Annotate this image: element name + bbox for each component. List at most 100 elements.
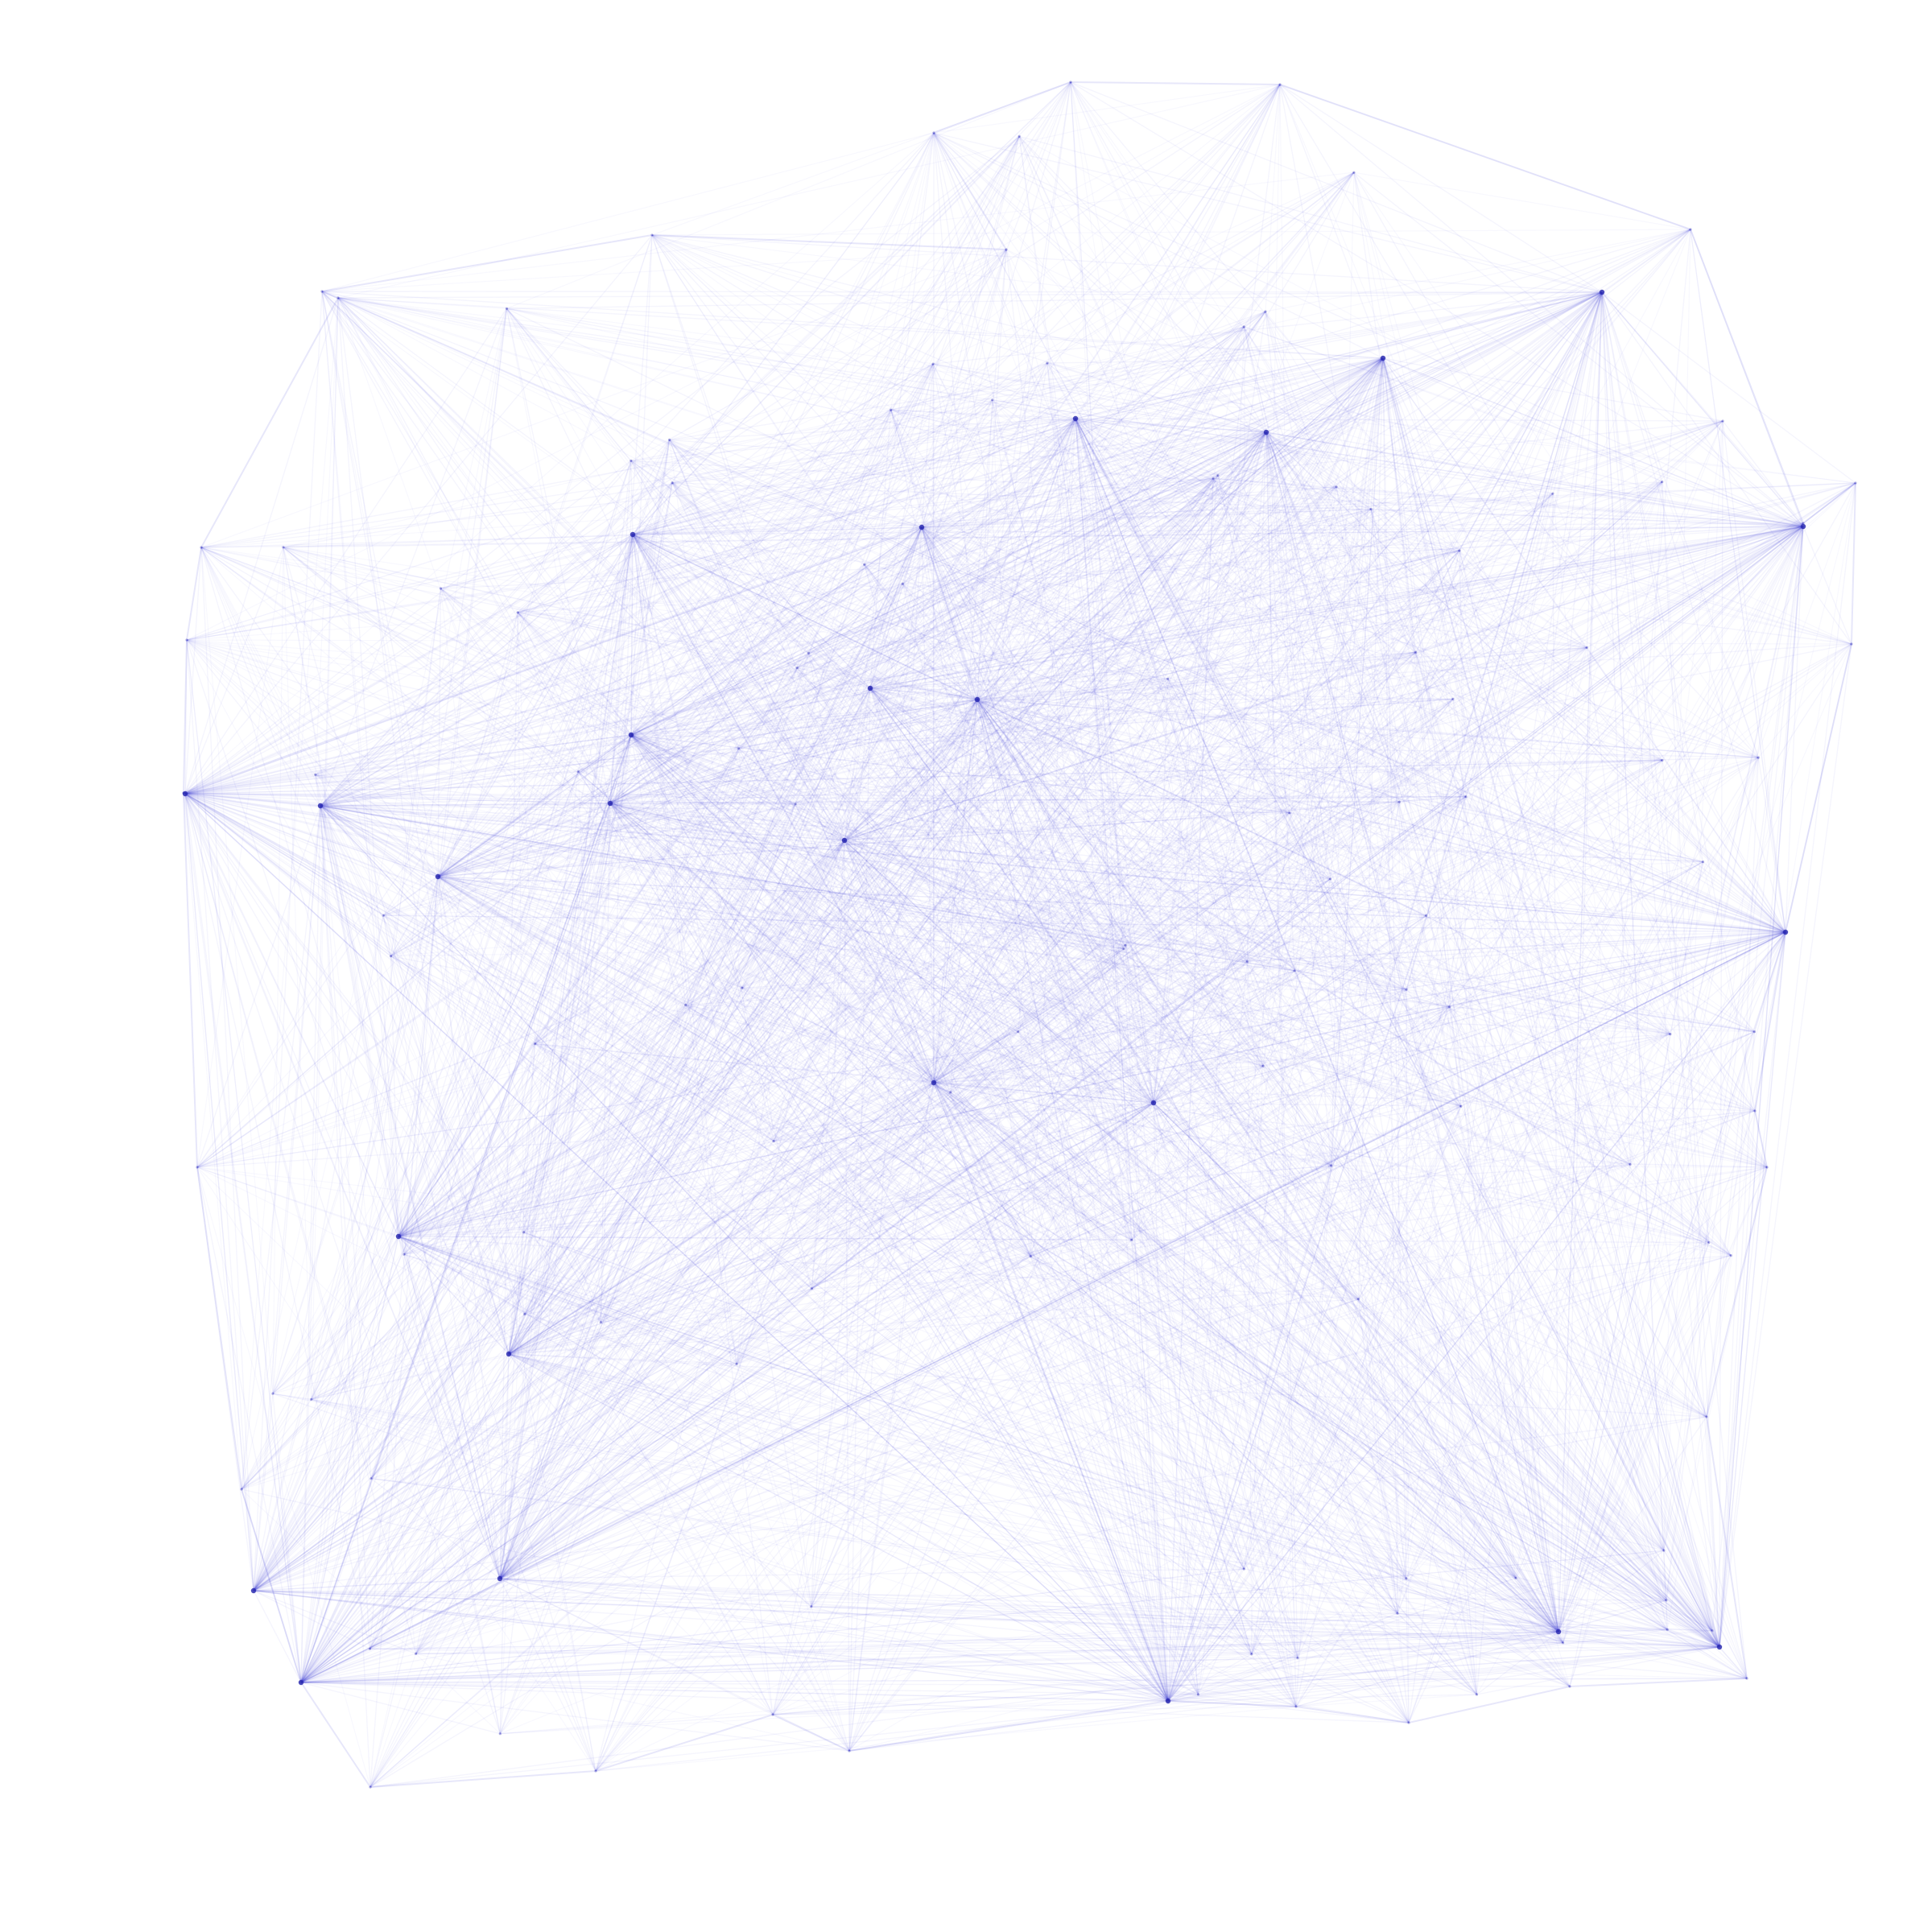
graph-edge: [595, 687, 871, 1772]
graph-edge: [933, 132, 1603, 293]
edge-layer: [183, 81, 1856, 1788]
graph-edge: [186, 639, 632, 736]
graph-edge: [398, 667, 798, 1237]
graph-edge: [300, 1653, 1252, 1683]
graph-edge: [508, 948, 1125, 1355]
graph-edge: [320, 583, 903, 807]
graph-edge: [976, 699, 1707, 1418]
graph-edge: [1167, 1034, 1671, 1702]
graph-edge: [186, 639, 321, 807]
graph-edge: [844, 550, 1460, 841]
graph-edge: [253, 1033, 1671, 1591]
graph-edge: [437, 876, 1670, 1035]
graph-edge: [523, 357, 1384, 1233]
graph-edge: [630, 362, 1048, 736]
graph-edge: [320, 805, 1786, 933]
graph-edge: [976, 699, 1407, 990]
graph-edge: [869, 84, 1281, 689]
graph-edge: [976, 171, 1355, 700]
graph-edge: [370, 1478, 1559, 1633]
graph-edge: [1459, 550, 1720, 1648]
graph-edge: [1601, 291, 1748, 1679]
graph-edge: [320, 805, 1331, 880]
graph-edge: [1197, 357, 1384, 1695]
graph-edge: [1167, 1642, 1563, 1702]
graph-edge: [632, 363, 934, 535]
graph-edge: [1075, 291, 1603, 419]
graph-edge: [398, 534, 634, 1237]
graph-edge: [499, 1353, 510, 1734]
graph-edge: [300, 687, 871, 1683]
graph-edge: [1558, 522, 1804, 1633]
graph-edge: [508, 1163, 1631, 1355]
graph-edge: [902, 583, 1169, 1702]
graph-edge: [1408, 931, 1786, 1724]
graph-edge: [382, 534, 634, 916]
graph-edge: [848, 526, 923, 1752]
graph-edge: [976, 418, 1076, 700]
graph-edge: [184, 793, 1713, 1632]
graph-edge: [869, 687, 1748, 1679]
graph-edge: [1243, 291, 1603, 1570]
graph-edge: [848, 699, 978, 1752]
graph-edge: [1558, 1034, 1671, 1633]
graph-edge: [300, 363, 934, 1683]
graph-edge: [320, 805, 1407, 1579]
graph-edge: [370, 1353, 510, 1480]
graph-edge: [630, 734, 1253, 1655]
graph-edge: [1601, 291, 1759, 758]
graph-edge: [738, 699, 978, 749]
graph-edge: [1167, 291, 1603, 1702]
graph-edge: [609, 803, 1019, 1033]
graph-edge: [437, 588, 442, 877]
graph-edge: [437, 734, 632, 877]
graph-edge: [772, 1082, 935, 1715]
graph-edge: [186, 639, 845, 841]
graph-edge: [869, 136, 1020, 689]
graph-node: [271, 1392, 275, 1395]
graph-edge: [1398, 291, 1603, 803]
graph-edge: [630, 734, 1125, 950]
graph-edge: [811, 418, 1076, 1290]
graph-edge: [921, 526, 1517, 1579]
graph-edge: [300, 698, 1454, 1683]
graph-edge: [609, 564, 865, 804]
graph-edge: [1167, 1568, 1245, 1702]
graph-edge: [1046, 362, 1267, 433]
graph-edge: [630, 734, 1031, 1257]
graph-node: [1475, 1693, 1479, 1696]
graph-edge: [315, 774, 439, 877]
graph-edge: [499, 698, 1454, 1579]
graph-edge: [1357, 291, 1603, 1299]
graph-edge: [1358, 931, 1786, 1300]
graph-edge: [630, 734, 1199, 1695]
graph-node: [1854, 481, 1857, 485]
graph-edge: [437, 81, 1071, 877]
graph-edge: [184, 793, 1298, 1659]
graph-edge: [671, 357, 1384, 484]
graph-edge: [506, 308, 1154, 1104]
graph-edge: [253, 171, 1355, 1591]
graph-edge: [595, 357, 1384, 1772]
graph-edge: [508, 1353, 1559, 1633]
graph-edge: [630, 699, 978, 736]
graph-edge: [369, 1631, 1559, 1649]
graph-edge: [437, 550, 1460, 877]
graph-edge: [320, 805, 597, 1772]
graph-edge: [630, 357, 1384, 736]
graph-edge: [1247, 931, 1786, 963]
graph-edge: [300, 1031, 1019, 1683]
graph-edge: [632, 534, 1665, 1551]
graph-edge: [523, 1232, 1720, 1648]
graph-edge: [1131, 357, 1384, 1241]
graph-edge: [1030, 1256, 1720, 1648]
graph-edge: [630, 460, 978, 700]
graph-edge: [517, 431, 1267, 613]
graph-edge: [811, 431, 1267, 1290]
graph-edge: [933, 1082, 1478, 1695]
graph-edge: [933, 362, 1048, 1084]
graph-edge: [651, 234, 1076, 419]
graph-edge: [517, 612, 1559, 1633]
graph-edge: [415, 931, 1786, 1655]
graph-edge: [500, 1646, 1720, 1735]
